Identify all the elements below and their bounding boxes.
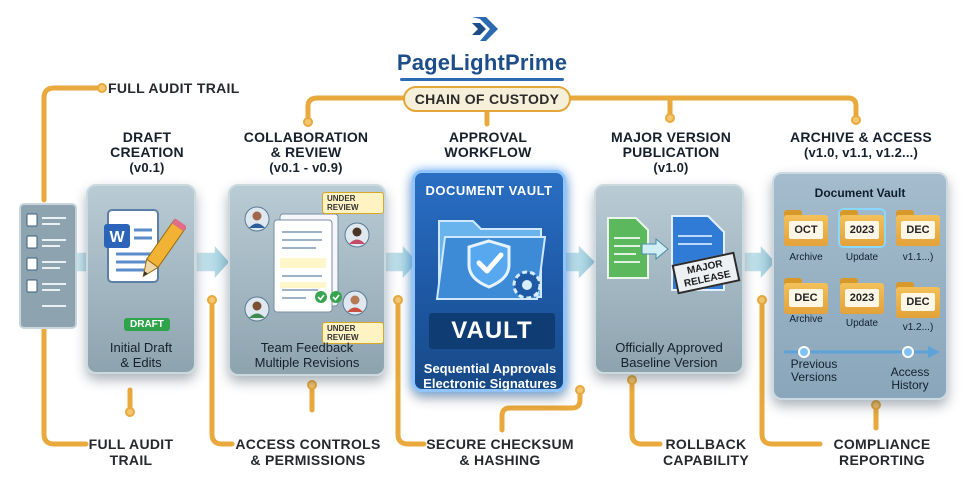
top-audit-trail-label: FULL AUDIT TRAIL — [108, 80, 240, 96]
draft-badge: DRAFT — [124, 318, 170, 331]
footer-checksum: SECURE CHECKSUM& HASHING — [426, 436, 574, 468]
arrow-right-icon — [195, 242, 232, 282]
review-document-icon — [273, 213, 339, 313]
connector-chain-left — [305, 95, 406, 125]
folder-caption: Archive — [789, 252, 823, 263]
arrow-right-icon — [641, 238, 669, 260]
stage-title-archive: ARCHIVE & ACCESS(v1.0, v1.1, v1.2...) — [790, 129, 932, 161]
person-icon — [342, 290, 368, 316]
folder-icon: OCT — [784, 210, 828, 246]
folder-caption: Archive — [789, 314, 823, 325]
folder-caption: Update — [845, 252, 879, 263]
pencil-icon — [142, 218, 186, 278]
folder-icon: 2023 — [840, 210, 884, 246]
connector-stage2-down — [209, 297, 235, 447]
brand-name: PageLightPrime — [396, 50, 568, 75]
under-review-tag-top: UNDER REVIEW — [322, 192, 384, 214]
gear-icon — [512, 270, 542, 300]
person-icon — [244, 206, 270, 232]
archive-header: Document Vault — [814, 186, 906, 200]
connector-stage5-left — [759, 297, 823, 447]
stage-panel-vault: DOCUMENT VAULT VAULT Sequential Approval… — [412, 170, 566, 392]
person-icon — [244, 296, 270, 322]
flow-arrows — [75, 241, 778, 283]
folder-icon: DEC — [896, 282, 940, 318]
brand-underline — [400, 78, 564, 81]
connector-stage4-down — [629, 377, 663, 447]
connector-stage3-left — [395, 297, 427, 447]
chain-of-custody-label: CHAIN OF CUSTODY — [403, 86, 571, 112]
folder-icon: DEC — [896, 210, 940, 246]
folder-icon: 2023 — [840, 278, 884, 314]
arrow-right-icon — [383, 242, 420, 282]
arrow-right-icon — [743, 242, 778, 282]
shield-check-icon — [467, 239, 511, 289]
footer-access-controls: ACCESS CONTROLS& PERMISSIONS — [235, 436, 381, 468]
connector-stage3-right — [499, 387, 583, 433]
stage-panel-draft: W DRAFT Initial Draft& Edits — [86, 184, 196, 374]
check-icon — [315, 291, 342, 303]
folder-icon: DEC — [784, 278, 828, 314]
connector-bottom-left — [41, 317, 89, 447]
timeline — [784, 346, 940, 358]
folder-caption: v1.1...) — [902, 252, 934, 263]
folder-icon — [435, 220, 547, 300]
draft-caption: Initial Draft& Edits — [109, 340, 173, 370]
connector-top-left — [41, 85, 105, 203]
connector-dots — [97, 83, 881, 417]
folder-caption: Update — [845, 318, 879, 329]
audit-trail-connectors — [41, 85, 879, 447]
stage-panel-archive: Document Vault OCT Archive 2023 Update D… — [772, 172, 948, 400]
svg-text:W: W — [109, 229, 125, 246]
under-review-tag-bottom: UNDER REVIEW — [322, 322, 384, 344]
vault-label: VAULT — [429, 313, 555, 349]
vault-header: DOCUMENT VAULT — [425, 183, 553, 198]
logo-arrow-icon — [472, 17, 498, 41]
connector-chain-right — [568, 95, 859, 123]
stage-title-collaboration: COLLABORATION& REVIEW(v0.1 - v0.9) — [243, 129, 369, 176]
document-stack-icon — [19, 203, 77, 329]
person-icon — [344, 222, 370, 248]
folder-caption: v1.2...) — [902, 322, 934, 333]
brand-logo: PageLightPrime — [392, 8, 572, 81]
